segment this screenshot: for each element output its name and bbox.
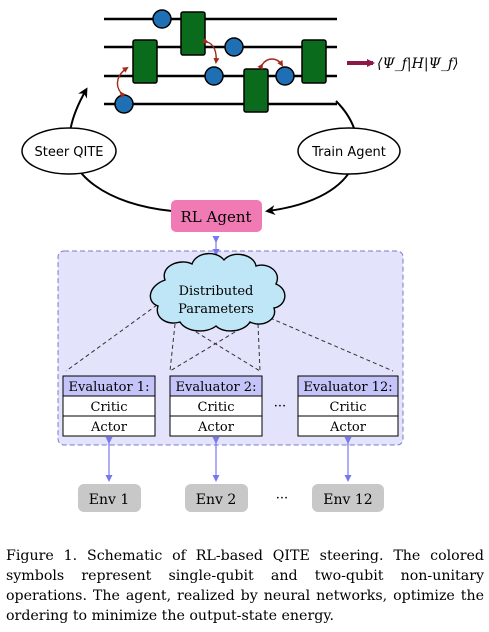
two-qubit-gate [301, 39, 327, 84]
critic-label: Critic [91, 400, 128, 415]
steer-qite-label: Steer QITE [34, 145, 103, 160]
critic-label: Critic [198, 400, 235, 415]
energy-expectation-label: ⟨Ψ_f|H|Ψ_f⟩ [377, 56, 458, 72]
evaluator-title: Evaluator 1: [69, 380, 150, 395]
env-label: Env 2 [196, 492, 237, 508]
parameter-links [65, 304, 394, 372]
two-qubit-gate [180, 11, 206, 56]
evaluator-title: Evaluator 12: [303, 380, 392, 395]
two-qubit-gate [243, 68, 269, 113]
env-box-1 [78, 484, 141, 512]
env-box-2 [185, 484, 248, 512]
steer-qite-node: Steer QITE [21, 127, 117, 175]
cloud-label-line2: Parameters [178, 302, 254, 317]
two-qubit-gate [132, 39, 158, 84]
critic-label: Critic [330, 400, 367, 415]
env-label: Env 12 [323, 492, 372, 508]
evaluator-title: Evaluator 2: [176, 380, 257, 395]
actor-label: Actor [329, 420, 367, 435]
cloud-label-line1: Distributed [179, 284, 254, 299]
env-label: Env 1 [89, 492, 130, 508]
distributed-parameters-cloud: Distributed Parameters [149, 253, 286, 332]
reorder-arrow [202, 38, 220, 64]
evaluator-ellipsis: ··· [274, 399, 286, 414]
train-agent-label: Train Agent [311, 145, 386, 160]
train-agent-node: Train Agent [297, 127, 401, 175]
quantum-circuit: ⟨Ψ_f|H|Ψ_f⟩ [104, 9, 458, 114]
evaluator-2: Evaluator 2: Critic Actor [169, 375, 263, 437]
reorder-arrow [116, 66, 129, 98]
rl-agent-box [171, 200, 262, 232]
evaluator-12: Evaluator 12: Critic Actor [297, 375, 399, 437]
single-qubit-gate [152, 9, 172, 29]
single-qubit-gate [114, 94, 134, 114]
reorder-arrow [257, 58, 284, 70]
single-qubit-gate [224, 37, 244, 57]
actor-label: Actor [197, 420, 235, 435]
single-qubit-gate [204, 66, 224, 86]
figure-caption: Figure 1. Schematic of RL-based QITE ste… [6, 548, 484, 624]
rl-agent-label: RL Agent [180, 208, 251, 226]
single-qubit-gate [275, 66, 295, 86]
evaluator-1: Evaluator 1: Critic Actor [62, 375, 156, 437]
env-ellipsis: ··· [276, 491, 288, 506]
actor-label: Actor [90, 420, 128, 435]
env-box-12 [312, 484, 384, 512]
qite-rl-diagram: ⟨Ψ_f|H|Ψ_f⟩ Steer QITE Train Agent RL Ag… [21, 9, 458, 512]
